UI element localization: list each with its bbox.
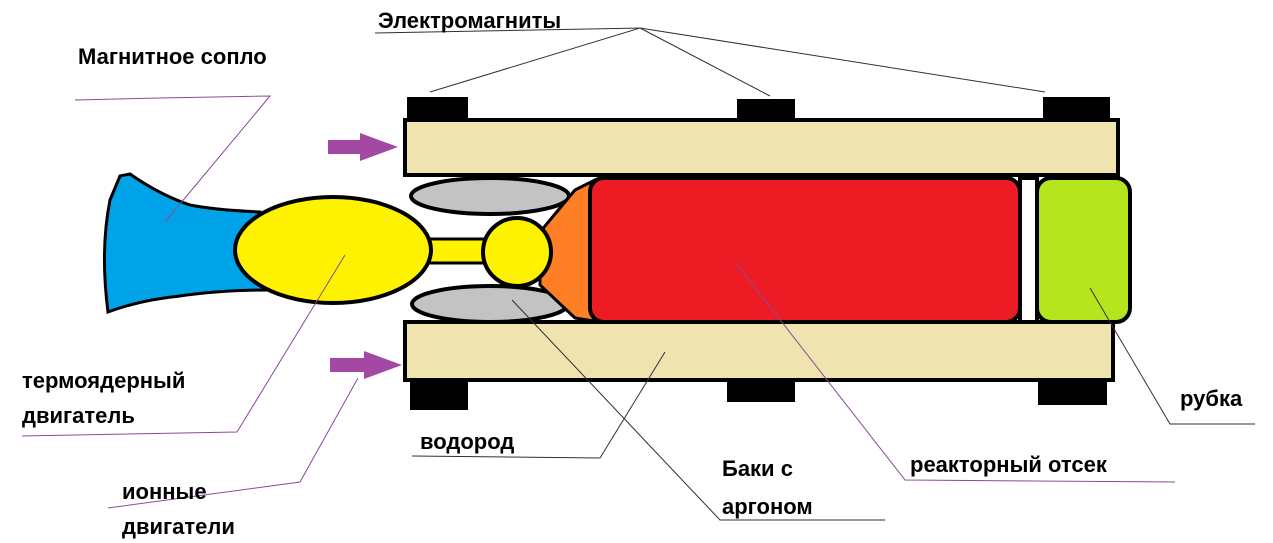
upper-hull-bar xyxy=(403,118,1120,177)
label-electromagnets: Электромагниты xyxy=(378,8,561,33)
label-reactor-compartment: реакторный отсек xyxy=(910,452,1108,477)
engine-chamber xyxy=(481,216,553,288)
bulkhead-gap xyxy=(1018,176,1039,324)
magnet xyxy=(407,97,468,120)
magnet xyxy=(1043,97,1110,120)
label-cabin: рубка xyxy=(1180,386,1243,411)
cabin-shape xyxy=(1035,176,1132,324)
magnetic-nozzle-shape xyxy=(102,172,272,315)
magnet xyxy=(1038,380,1107,405)
reactor-compartment-shape xyxy=(588,176,1022,324)
label-magnetic-nozzle: Магнитное сопло xyxy=(78,44,267,69)
label-thermonuclear-engine-2: двигатель xyxy=(22,403,135,428)
argon-tank-bottom xyxy=(410,284,570,324)
argon-tank-top xyxy=(409,176,571,216)
magnet xyxy=(727,380,795,402)
label-thermonuclear-engine-1: термоядерный xyxy=(22,368,185,393)
magnet xyxy=(737,99,795,120)
label-ion-engines-1: ионные xyxy=(122,479,207,504)
label-hydrogen: водород xyxy=(420,429,514,454)
electromagnets xyxy=(407,97,1110,410)
thermonuclear-engine-shape xyxy=(233,195,433,305)
label-argon-tanks-2: аргоном xyxy=(722,494,813,519)
leader-lines xyxy=(21,27,1255,521)
ion-engine-arrow-top xyxy=(328,133,398,161)
label-ion-engines-2: двигатели xyxy=(122,514,235,539)
lower-hull-bar xyxy=(403,320,1115,382)
magnet xyxy=(410,380,468,410)
label-argon-tanks-1: Баки с xyxy=(722,456,793,481)
ion-engine-arrow-bottom xyxy=(330,351,402,379)
